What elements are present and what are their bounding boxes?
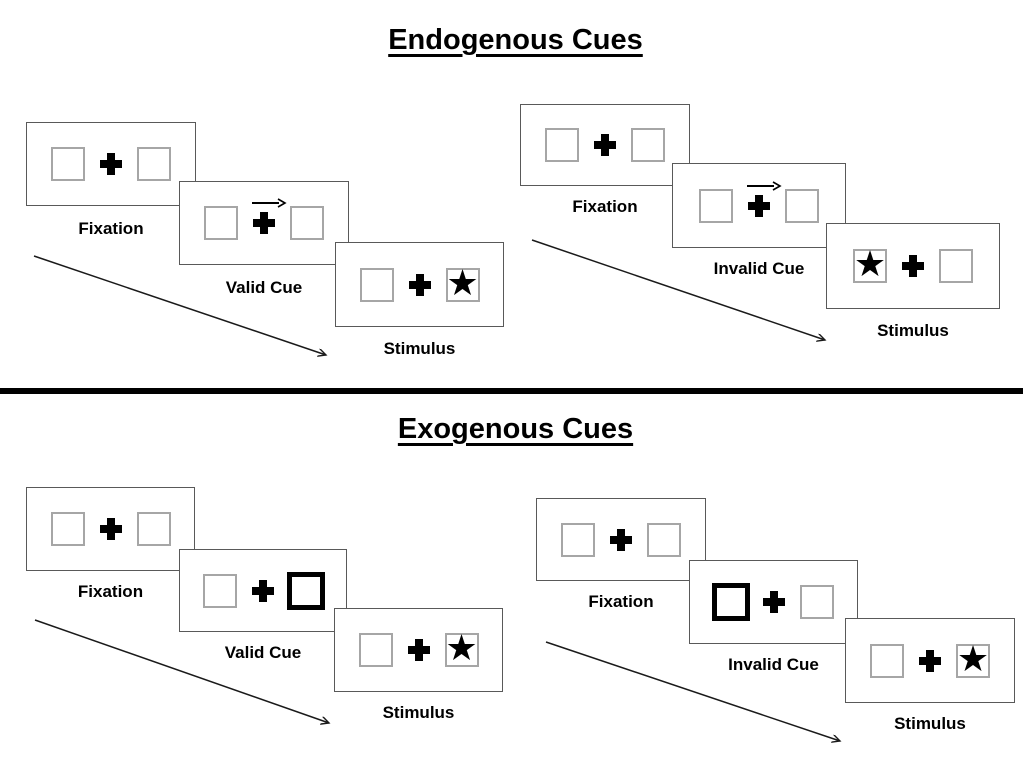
plus-icon: [100, 153, 122, 175]
left-placeholder-box: [203, 573, 237, 608]
right-placeholder-box: [137, 147, 171, 181]
right-arrow-icon: [252, 198, 287, 208]
plus-icon: [762, 591, 785, 613]
panel-label: Invalid Cue: [728, 655, 819, 674]
endogenous-section-title: Endogenous Cues: [8, 24, 1023, 57]
fixation-cross: [747, 180, 782, 217]
plus-icon: [99, 518, 122, 540]
sequence-arrow: [531, 239, 838, 349]
left-target-box: ★: [853, 244, 887, 285]
plus-icon: [252, 579, 274, 602]
panel-label: Stimulus: [894, 714, 966, 733]
endogenous-valid-stimulus-panel: ★: [335, 242, 504, 327]
plus-icon: [610, 528, 632, 551]
exogenous-invalid-cue-panel: [689, 560, 858, 644]
exogenous-valid-stimulus-panel: ★: [334, 608, 503, 692]
section-title-text: Endogenous Cues: [388, 24, 643, 56]
left-placeholder-box: [204, 206, 238, 240]
plus-icon: [408, 273, 431, 296]
right-target-box: ★: [956, 638, 990, 680]
left-placeholder-box: [358, 633, 393, 667]
right-target-box: ★: [445, 262, 480, 304]
sequence-arrow: [545, 641, 854, 750]
fixation-cross: [594, 134, 616, 156]
endogenous-invalid-cue-panel: [672, 163, 846, 248]
left-placeholder-box: [870, 643, 904, 678]
fixation-cross: [919, 649, 941, 672]
sequence-arrow: [33, 255, 340, 365]
panel-label: Fixation: [77, 582, 144, 601]
left-placeholder-box: [359, 267, 394, 302]
fixation-cross: [610, 528, 632, 551]
exogenous-section-title: Exogenous Cues: [8, 413, 1023, 446]
panel-label: Fixation: [588, 592, 654, 611]
panel-label: Valid Cue: [224, 643, 302, 662]
panel-label: Fixation: [78, 219, 144, 238]
left-placeholder-box: [545, 128, 579, 162]
right-arrow-icon: [747, 180, 782, 191]
fixation-cross: [407, 639, 430, 661]
star-icon: ★: [446, 262, 479, 304]
fixation-cross: [762, 591, 785, 613]
panel-label: Valid Cue: [225, 278, 303, 297]
right-placeholder-box: [631, 128, 665, 162]
left-highlighted-cue-box: [711, 583, 750, 621]
right-placeholder-box: [939, 249, 973, 283]
right-placeholder-box: [136, 512, 171, 546]
fixation-cross: [408, 273, 431, 296]
star-icon: ★: [853, 244, 887, 285]
endogenous-valid-cue-panel: [179, 181, 349, 265]
right-placeholder-box: [290, 206, 324, 240]
star-icon: ★: [956, 638, 990, 680]
exogenous-valid-cue-panel: [179, 549, 347, 632]
left-placeholder-box: [50, 512, 85, 546]
section-title-text: Exogenous Cues: [397, 413, 634, 445]
star-icon: ★: [445, 628, 478, 669]
panel-label: Stimulus: [877, 321, 949, 340]
section-divider: [0, 388, 1023, 394]
plus-icon: [253, 212, 275, 234]
plus-icon: [748, 194, 770, 217]
left-placeholder-box: [561, 522, 595, 557]
panel-label: Fixation: [572, 197, 638, 216]
right-placeholder-box: [647, 522, 681, 557]
plus-icon: [902, 255, 924, 277]
right-placeholder-box: [799, 585, 834, 619]
right-target-box: ★: [444, 628, 479, 669]
exogenous-invalid-fixation-panel: [536, 498, 706, 581]
panel-label: Invalid Cue: [713, 259, 805, 278]
fixation-cross: [902, 255, 924, 277]
fixation-cross: [252, 579, 274, 602]
fixation-cross: [252, 198, 287, 234]
left-placeholder-box: [699, 188, 733, 223]
right-placeholder-box: [785, 188, 819, 223]
right-highlighted-cue-box: [287, 571, 325, 610]
exogenous-valid-fixation-panel: [26, 487, 195, 571]
fixation-cross: [99, 518, 122, 540]
exogenous-invalid-stimulus-panel: ★: [845, 618, 1015, 703]
plus-icon: [594, 134, 616, 156]
plus-icon: [407, 639, 430, 661]
plus-icon: [919, 649, 941, 672]
panel-label: Stimulus: [382, 703, 455, 722]
sequence-arrow: [34, 619, 343, 732]
endogenous-invalid-stimulus-panel: ★: [826, 223, 1000, 309]
fixation-cross: [100, 153, 122, 175]
panel-label: Stimulus: [383, 339, 456, 358]
left-placeholder-box: [51, 147, 85, 181]
endogenous-invalid-fixation-panel: [520, 104, 690, 186]
endogenous-valid-fixation-panel: [26, 122, 196, 206]
